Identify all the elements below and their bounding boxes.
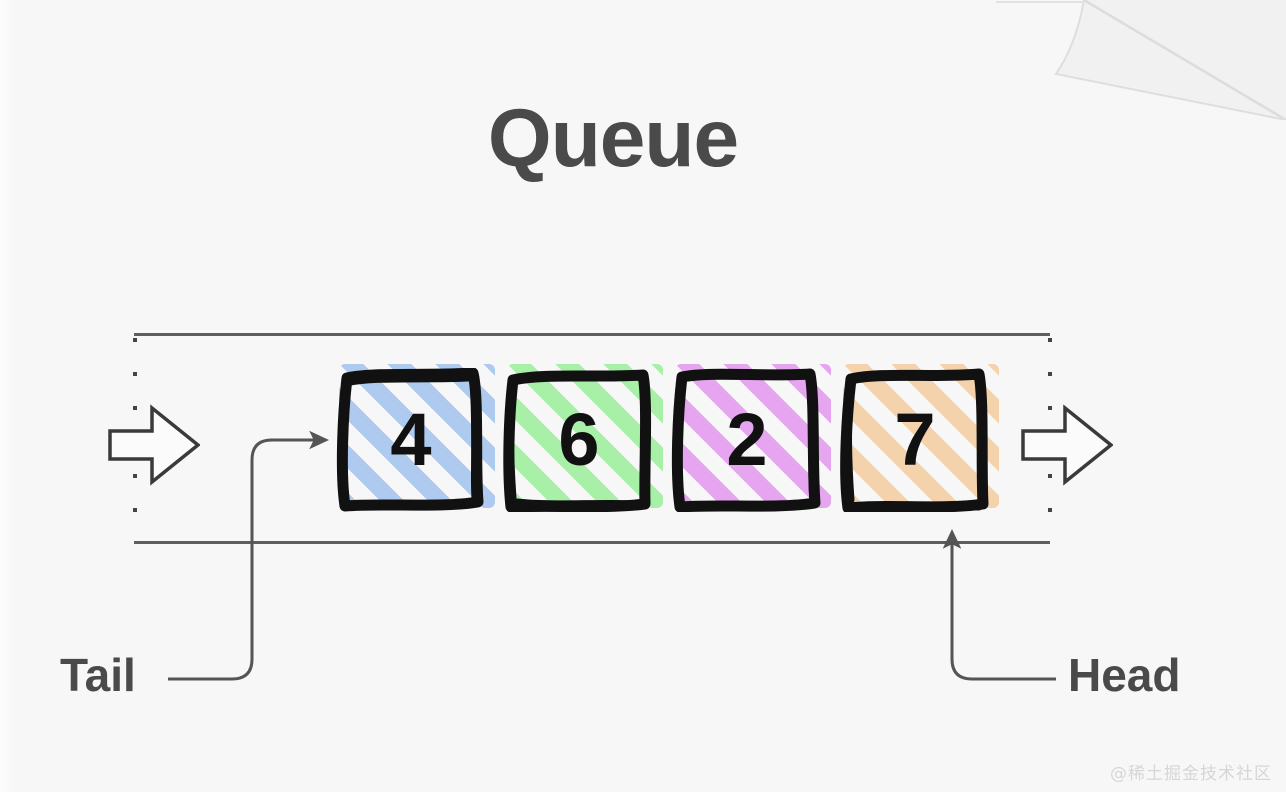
queue-item-stripes bbox=[675, 364, 831, 508]
queue-item-box[interactable]: 4 bbox=[333, 364, 495, 512]
queue-item-sketch-border bbox=[840, 368, 989, 512]
page-title: Queue bbox=[487, 93, 739, 184]
queue-item-sketch-border bbox=[503, 369, 652, 512]
queue-item-stripes bbox=[507, 364, 663, 508]
queue-item-box[interactable]: 2 bbox=[669, 364, 831, 512]
dequeue-arrow-icon bbox=[1021, 404, 1113, 486]
queue-item-sketch-border bbox=[671, 368, 821, 512]
watermark: @稀土掘金技术社区 bbox=[1110, 764, 1272, 784]
enqueue-arrow-icon bbox=[108, 404, 200, 486]
queue-item-stripes bbox=[339, 364, 495, 508]
queue-rail-top bbox=[134, 333, 1050, 336]
queue-item-value: 2 bbox=[726, 398, 768, 481]
queue-item-box[interactable]: 6 bbox=[501, 364, 663, 512]
queue-item-value: 7 bbox=[894, 398, 936, 481]
tail-label: Tail bbox=[60, 649, 136, 701]
queue-rail-bottom bbox=[134, 541, 1050, 544]
head-label: Head bbox=[1068, 649, 1181, 701]
queue-item-stripes bbox=[843, 364, 999, 508]
queue-item-value: 4 bbox=[390, 398, 432, 481]
page-left-edge bbox=[0, 0, 14, 792]
queue-item-sketch-border bbox=[336, 368, 484, 512]
queue-item-box[interactable]: 7 bbox=[837, 364, 999, 512]
head-pointer-line bbox=[942, 528, 1056, 681]
queue-item-value: 6 bbox=[558, 398, 600, 481]
